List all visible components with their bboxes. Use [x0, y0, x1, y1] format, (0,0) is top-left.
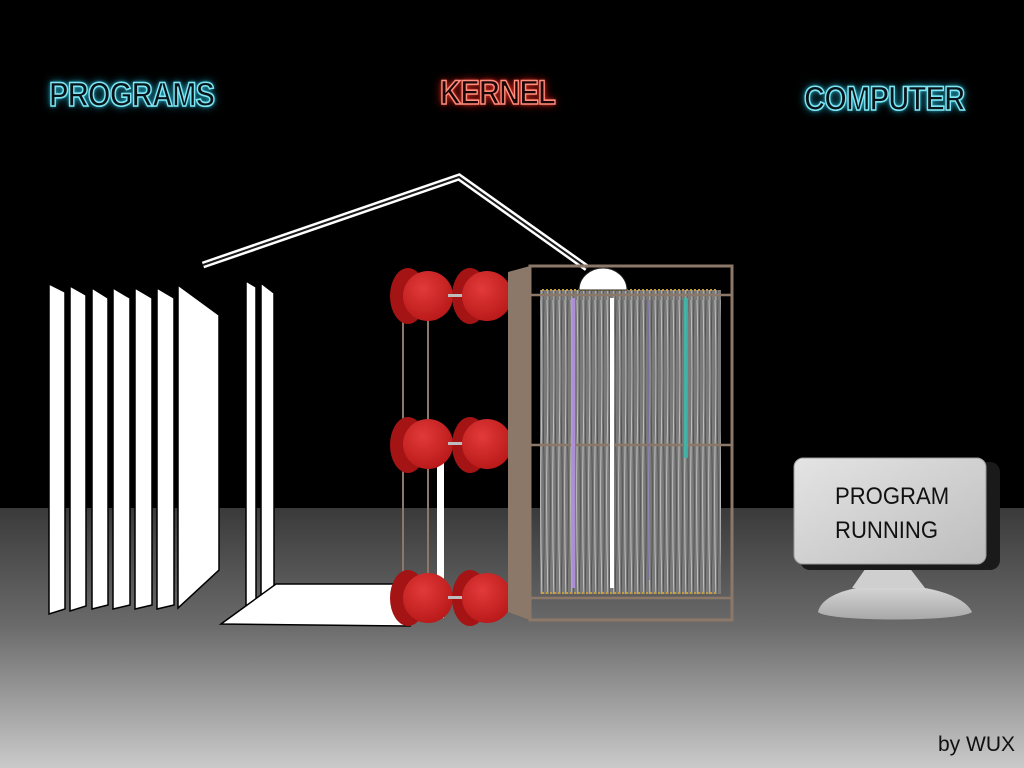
monitor-stand-base	[818, 584, 972, 620]
kernel-pages	[218, 279, 411, 627]
monitor	[793, 457, 1000, 620]
rack-white-bar	[437, 450, 444, 618]
monitor-line-1: PROGRAM	[835, 483, 950, 510]
monitor-line-2: RUNNING	[835, 517, 939, 544]
computer-label: COMPUTER	[803, 80, 966, 118]
spool-top-right	[452, 268, 512, 324]
tape-cabinet	[508, 264, 734, 622]
spool-bottom-left	[390, 570, 453, 626]
spools	[390, 268, 512, 626]
kernel-label: KERNEL	[439, 74, 556, 112]
spool-mid-right	[452, 417, 512, 473]
cabinet-tapes	[540, 290, 721, 594]
spool-mid-left	[390, 417, 453, 473]
monitor-screen	[793, 457, 987, 565]
program-pages	[48, 282, 220, 616]
cabinet-side	[508, 266, 530, 620]
lamp-dome	[578, 267, 628, 291]
kernel-arm	[201, 173, 590, 271]
spool-bottom-right	[452, 570, 512, 626]
cabinet-frame	[528, 264, 734, 622]
author-credit: by WUX	[938, 733, 1016, 756]
spool-top-left	[390, 268, 453, 324]
monitor-text: PROGRAM RUNNING	[835, 480, 949, 548]
programs-label: PROGRAMS	[48, 76, 216, 114]
